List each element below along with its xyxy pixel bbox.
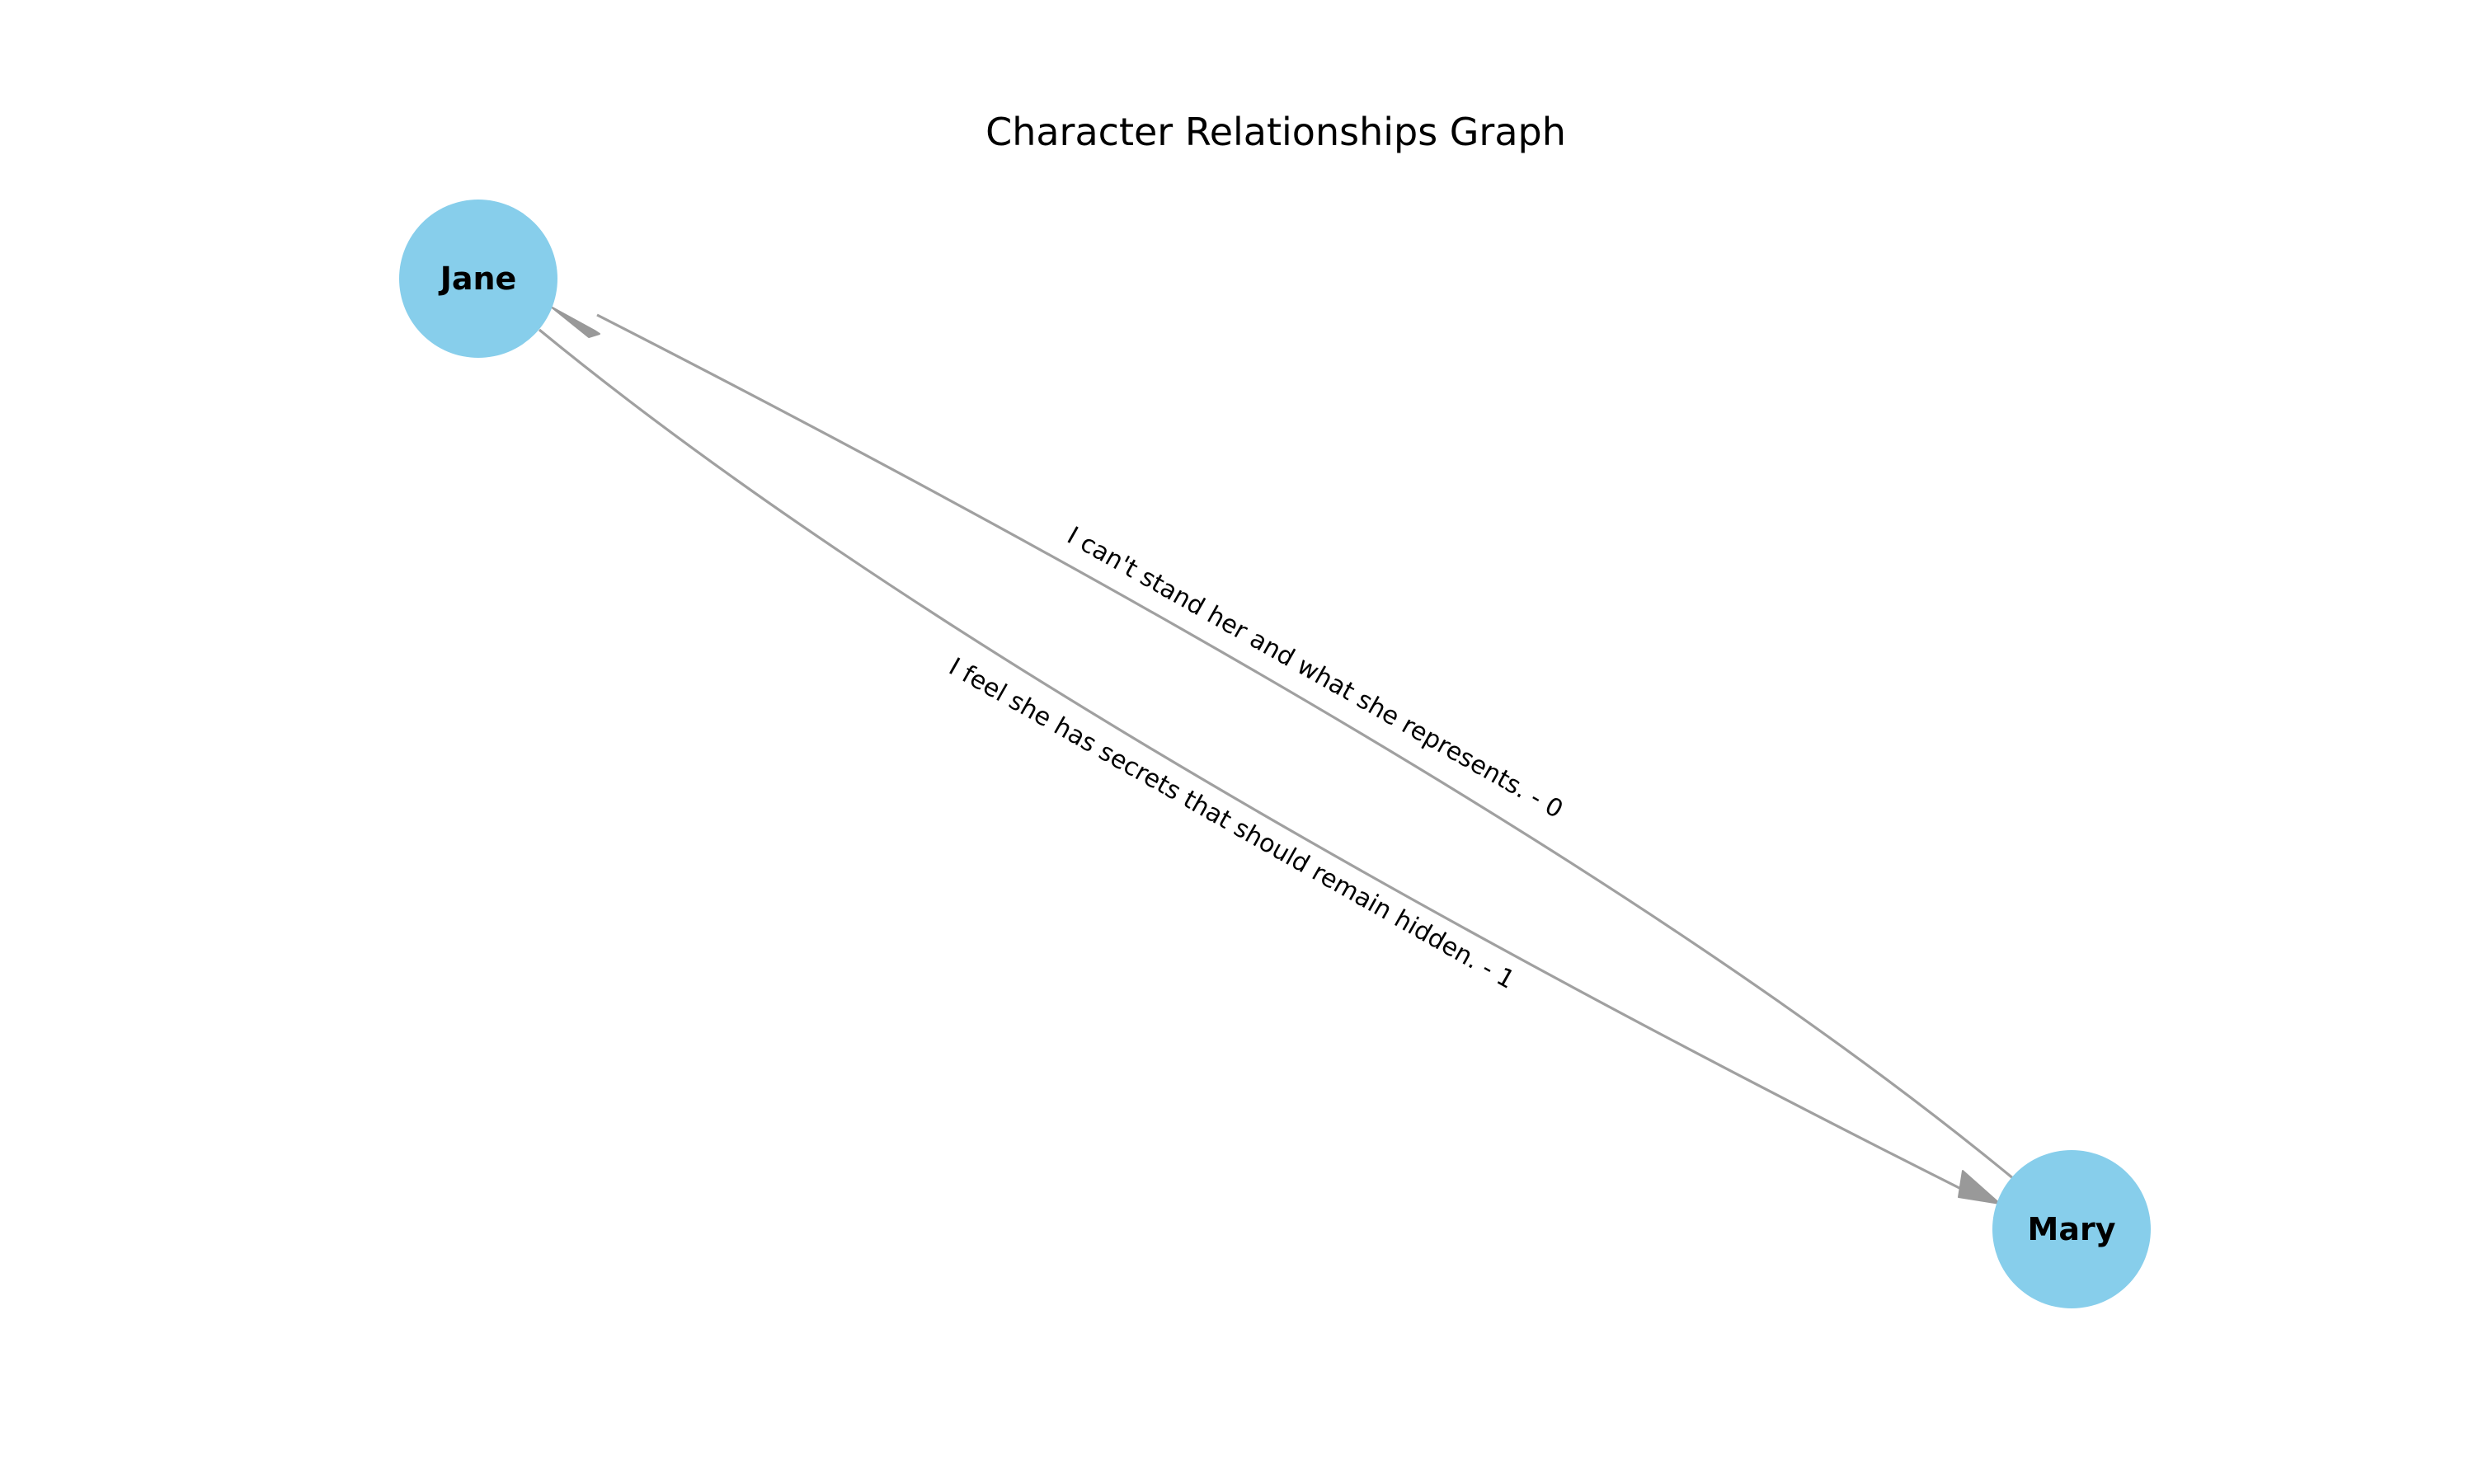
graph-title: Character Relationships Graph [985,110,1566,154]
edge-line [538,328,1962,1190]
node-label-jane: Jane [438,261,517,297]
node-circle [399,200,557,358]
edge-mary-to-jane: I can't stand her and what she represent… [550,306,2015,1181]
node-mary: Mary [1992,1150,2151,1308]
arrowhead-to-jane [550,306,600,338]
edge-label-background [847,594,1616,1054]
node-jane: Jane [399,200,557,358]
edge-jane-to-mary: I feel she has secrets that should remai… [538,328,2001,1205]
arrowhead-to-mary [1958,1170,2001,1205]
node-circle [1992,1150,2151,1308]
edge-label-jane-to-mary: I feel she has secrets that should remai… [944,652,1520,995]
node-label-mary: Mary [2028,1211,2116,1247]
edge-line [596,313,2015,1181]
edge-label-background [959,460,1670,887]
